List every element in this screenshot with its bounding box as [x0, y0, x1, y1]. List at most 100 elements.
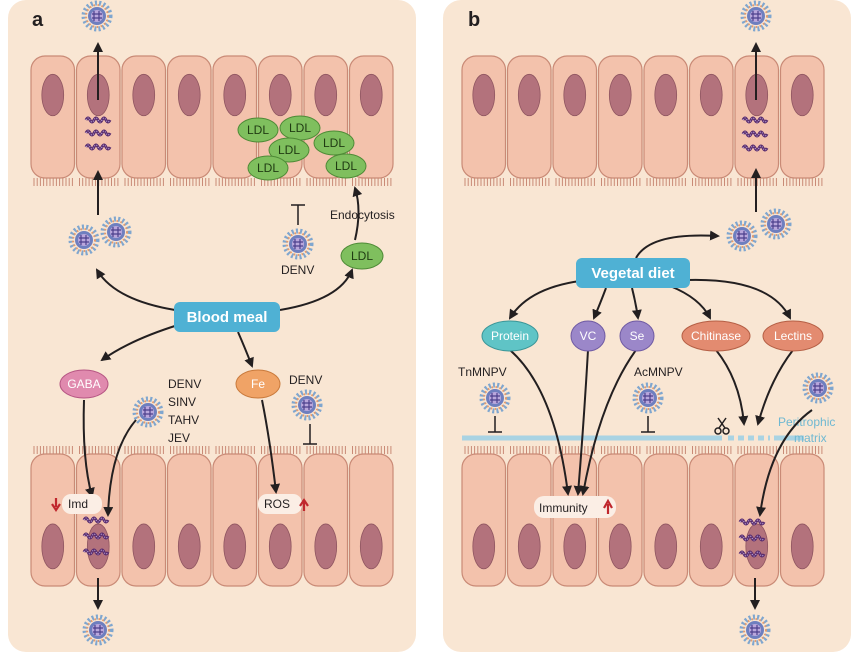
- epithelial-cell: [552, 55, 598, 186]
- epithelial-cell: [30, 55, 76, 186]
- epithelial-cell: [121, 55, 167, 186]
- epithelial-cell: [597, 446, 643, 587]
- epithelial-cell: [643, 55, 689, 186]
- epithelial-cell: [597, 55, 643, 186]
- vc-label: VC: [580, 329, 597, 343]
- viral-rna-icon: [738, 534, 766, 542]
- epithelial-cell: [303, 446, 349, 587]
- viral-rna-icon: [84, 116, 112, 124]
- virus-entry-arrow: [756, 409, 813, 517]
- epithelial-cell: [121, 446, 167, 587]
- imd-bubble: [62, 494, 102, 514]
- tnmnpv-label: TnMNPV: [458, 365, 507, 379]
- chitinase-oval: [681, 320, 751, 352]
- virus-name-label: SINV: [168, 395, 196, 409]
- blood-meal-label: Blood meal: [187, 309, 268, 326]
- inhibition-bar: [291, 204, 305, 225]
- epithelial-cell: [643, 446, 689, 587]
- denv-label: DENV: [289, 373, 322, 387]
- viral-rna-icon: [741, 144, 769, 152]
- epithelial-cell: [257, 446, 303, 587]
- se-to-immunity-arrow: [579, 349, 637, 496]
- epithelial-cell: [212, 446, 258, 587]
- panel-b-letter: b: [468, 9, 480, 31]
- blood-meal-to-virus-arrow: [95, 268, 176, 311]
- epithelial-cell: [779, 446, 825, 587]
- viral-rna-icon: [84, 143, 112, 151]
- diet-to-chitinase-arrow: [669, 285, 711, 320]
- diet-to-vc-arrow: [592, 287, 607, 320]
- epithelial-cell: [166, 55, 212, 186]
- chitinase-to-matrix-arrow: [715, 349, 749, 426]
- viral-rna-icon: [741, 130, 769, 138]
- epithelial-cell: [688, 55, 734, 186]
- epithelial-cell: [688, 446, 734, 587]
- viral-rna-icon: [82, 532, 110, 540]
- virus-name-label: TAHV: [168, 413, 199, 427]
- immunity-bubble: [534, 496, 616, 518]
- blood-meal-to-fe-arrow: [237, 331, 254, 368]
- ldl-cluster: LDL LDL LDL LDL LDL LDL: [237, 115, 367, 181]
- epithelial-cell: [461, 446, 507, 587]
- blood-meal-to-gaba-arrow: [100, 324, 179, 362]
- diet-to-se-arrow: [631, 287, 642, 320]
- epithelial-cell: [779, 55, 825, 186]
- diet-to-virus-arrow: [635, 230, 720, 259]
- fe-oval: [235, 369, 281, 399]
- ldl-label: LDL: [335, 159, 357, 173]
- protein-to-immunity-arrow: [509, 349, 572, 496]
- vegetal-diet-box: [576, 258, 690, 288]
- ros-bubble: [258, 494, 302, 514]
- ldl-label: LDL: [323, 136, 345, 150]
- viral-rna-icon: [738, 518, 766, 526]
- epithelial-cell: [212, 55, 258, 186]
- panel-a-letter: a: [32, 9, 44, 31]
- chitinase-label: Chitinase: [691, 329, 741, 343]
- se-label: Se: [630, 329, 645, 343]
- endocytosis-arrow: [352, 186, 363, 241]
- lectins-to-matrix-arrow: [755, 349, 794, 426]
- ldl-label: LDL: [278, 143, 300, 157]
- gaba-oval: [59, 369, 109, 399]
- acmnpv-label: AcMNPV: [634, 365, 683, 379]
- epithelium-bottom-b: [461, 446, 825, 587]
- blood-meal-to-ldl-arrow: [279, 268, 354, 311]
- viral-rna-icon: [741, 116, 769, 124]
- vc-to-immunity-arrow: [573, 349, 589, 496]
- scissors-icon: [714, 417, 730, 435]
- inhibition-bar: [641, 416, 655, 433]
- epithelial-cell: [506, 446, 552, 587]
- epithelial-cell: [348, 55, 394, 186]
- ldl-oval: [340, 242, 384, 270]
- lectins-oval: [762, 320, 824, 352]
- lectins-label: Lectins: [774, 329, 812, 343]
- down-arrow-icon: [51, 498, 61, 512]
- up-arrow-icon: [603, 498, 613, 514]
- denv-label: DENV: [281, 263, 314, 277]
- gaba-label: GABA: [67, 377, 100, 391]
- viral-rna-icon: [82, 516, 110, 524]
- viral-rna-icon: [738, 550, 766, 558]
- epithelial-cell: [506, 55, 552, 186]
- ldl-label: LDL: [289, 121, 311, 135]
- epithelial-cell: [30, 446, 76, 587]
- endocytosis-label: Endocytosis: [330, 208, 395, 222]
- up-arrow-icon: [299, 498, 309, 511]
- protein-oval: [481, 320, 539, 352]
- imd-label: Imd: [68, 497, 88, 511]
- epithelial-cell: [166, 446, 212, 587]
- protein-label: Protein: [491, 329, 529, 343]
- ldl-label: LDL: [351, 249, 373, 263]
- diet-to-lectins-arrow: [687, 278, 791, 320]
- matrix-label: matrix: [794, 431, 827, 445]
- fe-to-ros-arrow: [261, 399, 281, 494]
- virus-entry-arrow: [103, 419, 137, 517]
- epithelial-cell: [348, 446, 394, 587]
- peritrophic-label: Peritrophic: [778, 415, 835, 429]
- inhibition-bar: [488, 416, 502, 433]
- epithelial-cell: [461, 55, 507, 186]
- fe-label: Fe: [251, 377, 265, 391]
- se-oval: [619, 320, 655, 352]
- ros-label: ROS: [264, 497, 290, 511]
- virus-name-label: JEV: [168, 431, 190, 445]
